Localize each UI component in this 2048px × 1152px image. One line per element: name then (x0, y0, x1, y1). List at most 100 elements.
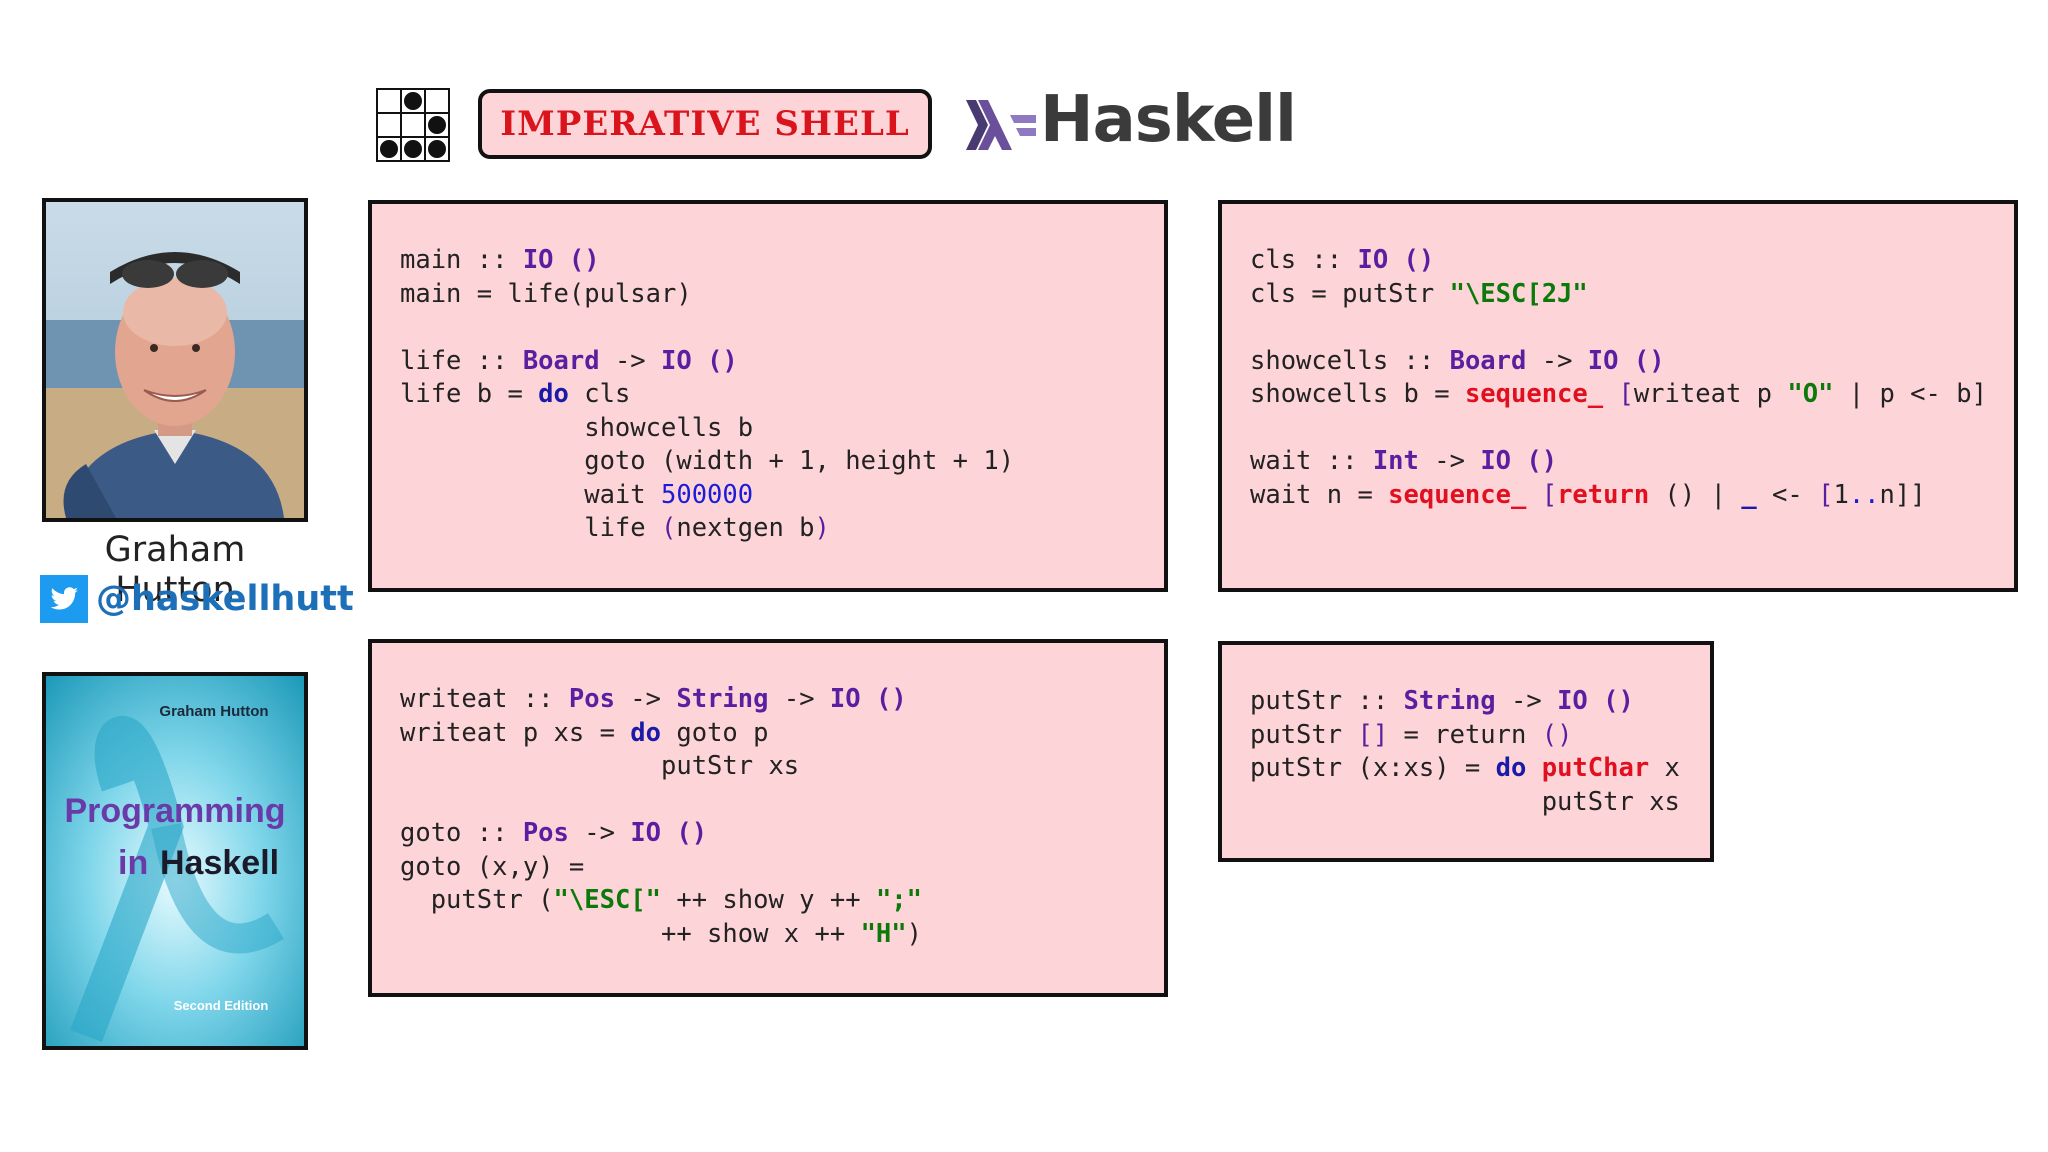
code-token: _ (1741, 479, 1757, 510)
code-token: return (1557, 479, 1650, 510)
code-line: showcells b (400, 412, 1014, 446)
book-title-in: in (118, 844, 148, 882)
author-name: Graham Hutton (104, 530, 246, 610)
twitter-handle[interactable]: @haskellhutt (96, 579, 354, 619)
code-token: showcells :: (1250, 345, 1450, 376)
haskell-logo-text: Haskell (1040, 83, 1297, 157)
code-token: IO () (630, 818, 708, 848)
code-line: wait n = sequence_ [return () | _ <- [1.… (1250, 479, 1987, 513)
code-line: life :: Board -> IO () (400, 345, 1014, 379)
code-token (1526, 753, 1541, 783)
code-token: main = life(pulsar) (400, 278, 692, 309)
code-token: -> (768, 684, 830, 714)
code-token: -> (1495, 686, 1558, 716)
code-box-writeat-goto: writeat :: Pos -> String -> IO ()writeat… (368, 639, 1168, 997)
code-token: wait :: (1250, 446, 1373, 476)
code-line: putStr ("\ESC[" ++ show y ++ ";" (400, 884, 922, 918)
code-token: cls :: (1250, 245, 1358, 275)
code-token: goto (x,y) = (400, 851, 585, 882)
code-box-main-life: main :: IO ()main = life(pulsar)​life ::… (368, 200, 1168, 592)
code-token: goto p (661, 717, 769, 748)
code-line: writeat :: Pos -> String -> IO () (400, 683, 922, 717)
code-token: IO () (522, 245, 600, 275)
code-token: IO () (1480, 446, 1558, 476)
code-token: IO () (1557, 686, 1634, 716)
section-title-box: IMPERATIVE SHELL (478, 89, 932, 159)
code-line: putStr xs (1250, 786, 1680, 820)
code-line: ​ (1250, 311, 1987, 345)
code-token: Int (1372, 446, 1419, 476)
code-token: "\ESC[2J" (1449, 278, 1588, 309)
code-token: -> (1418, 446, 1481, 476)
code-token: ";" (875, 885, 922, 915)
book-cover: Graham Hutton Programming in Haskell Sec… (42, 672, 308, 1050)
code-token: -> (1526, 345, 1588, 376)
code-token: putStr xs (1250, 786, 1680, 817)
code-token: () | (1649, 479, 1742, 510)
code-token: life (400, 513, 661, 543)
code-line: goto (x,y) = (400, 851, 922, 885)
code-token: writeat p (1633, 379, 1788, 409)
code-token: -> (568, 818, 631, 848)
code-token: "\ESC[" (553, 885, 661, 915)
code-token: <- (1756, 479, 1819, 510)
code-token: -> (599, 345, 662, 376)
code-token: ) (906, 918, 922, 949)
author-photo (42, 198, 308, 522)
code-token: Board (522, 345, 600, 376)
code-line: ​ (400, 784, 922, 818)
haskell-logo-icon (966, 100, 1036, 150)
code-token: [ (1618, 379, 1634, 409)
twitter-link[interactable]: @haskellhutt (40, 574, 354, 624)
code-token: () (1541, 719, 1573, 750)
code-token: x (1649, 753, 1680, 783)
code-token: IO () (661, 345, 738, 376)
code-token: showcells b = (1250, 379, 1465, 409)
code-token: goto (width + 1, height + 1) (400, 446, 1015, 476)
code-main-life: main :: IO ()main = life(pulsar)​life ::… (400, 244, 1014, 546)
code-token: do (630, 717, 662, 748)
code-token (1603, 379, 1618, 409)
code-box-putstr: putStr :: String -> IO ()putStr [] = ret… (1218, 641, 1714, 862)
code-token: 1 (1833, 479, 1849, 510)
code-token: 500000 (661, 479, 754, 510)
code-token: writeat p xs = (400, 717, 631, 748)
code-token: [ (1818, 479, 1834, 510)
code-token (1526, 480, 1541, 510)
code-token: sequence_ (1388, 479, 1527, 510)
code-token: IO () (829, 684, 907, 714)
code-line: showcells b = sequence_ [writeat p "O" |… (1250, 378, 1987, 412)
code-token: main :: (400, 245, 523, 275)
code-line: wait 500000 (400, 479, 1014, 513)
code-cls-showcells-wait: cls :: IO ()cls = putStr "\ESC[2J"​showc… (1250, 244, 1987, 512)
code-token: IO () (1587, 345, 1665, 376)
code-token: ++ show y ++ (661, 885, 876, 915)
code-token: "O" (1787, 379, 1834, 409)
code-token: putChar (1541, 753, 1650, 783)
code-token: String (1403, 686, 1496, 716)
code-line: putStr (x:xs) = do putChar x (1250, 752, 1680, 786)
code-token: sequence_ (1464, 379, 1604, 409)
book-title-haskell: Haskell (160, 844, 279, 882)
code-token: ) (814, 513, 830, 543)
code-line: goto (width + 1, height + 1) (400, 445, 1014, 479)
code-token: do (1495, 753, 1527, 783)
code-line: showcells :: Board -> IO () (1250, 345, 1987, 379)
code-line: putStr [] = return () (1250, 719, 1680, 753)
code-token: writeat :: (400, 684, 569, 714)
book-author: Graham Hutton (159, 703, 268, 720)
code-token: putStr (1250, 719, 1358, 750)
code-writeat-goto: writeat :: Pos -> String -> IO ()writeat… (400, 683, 922, 951)
book-edition: Second Edition (174, 998, 269, 1013)
code-token: .. (1848, 479, 1880, 510)
code-token: nextgen b (676, 513, 815, 543)
code-token: showcells b (400, 412, 754, 443)
code-token: [ (1541, 479, 1558, 510)
code-line: ++ show x ++ "H") (400, 918, 922, 952)
code-token: wait n = (1250, 479, 1389, 510)
author-portrait-image (46, 202, 304, 518)
code-token: cls = putStr (1250, 278, 1450, 309)
code-line: goto :: Pos -> IO () (400, 817, 922, 851)
code-token: do (538, 379, 569, 409)
code-putstr: putStr :: String -> IO ()putStr [] = ret… (1250, 685, 1680, 819)
